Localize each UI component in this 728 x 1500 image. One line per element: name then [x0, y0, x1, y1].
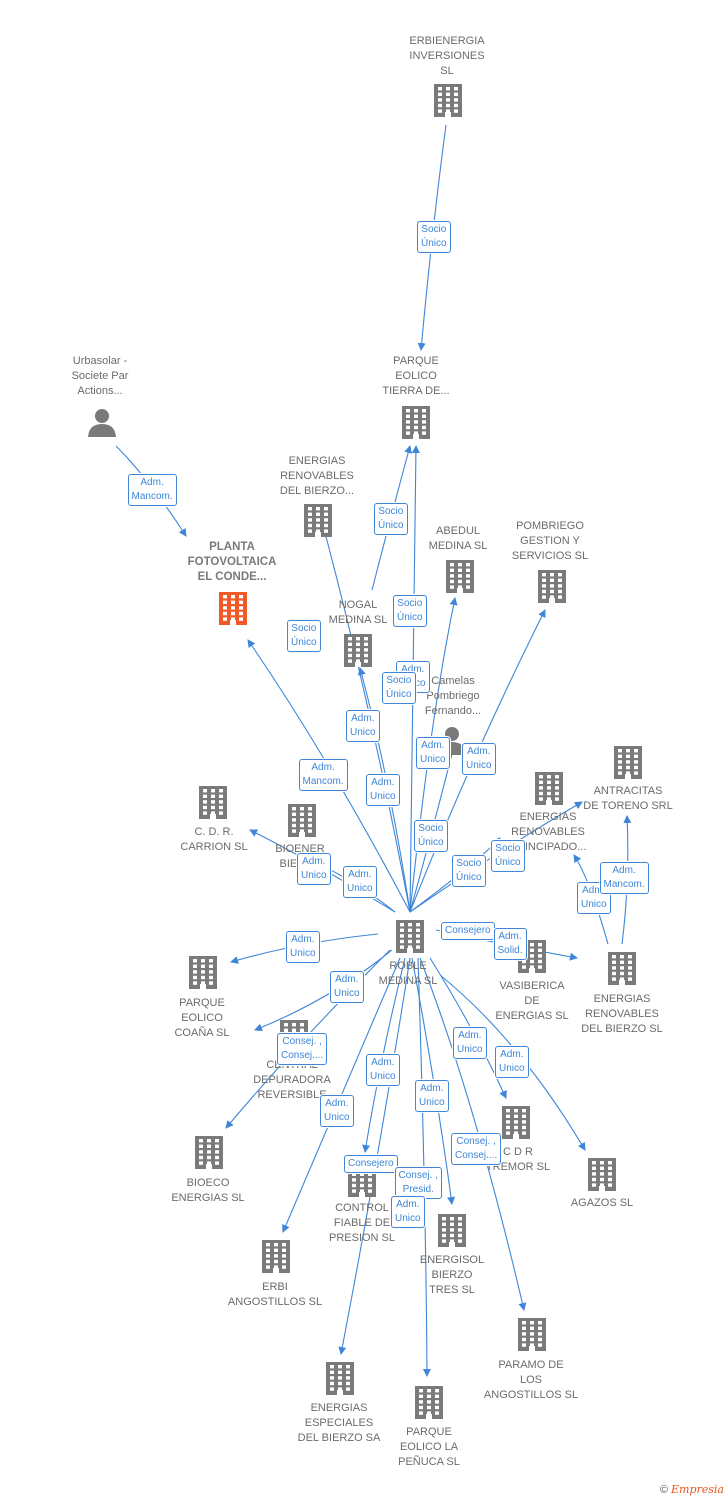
- node-label[interactable]: POMBRIEGO GESTION Y SERVICIOS SL: [511, 520, 589, 562]
- relation-badge[interactable]: Adm. Unico: [346, 710, 380, 742]
- node-label[interactable]: Urbasolar - Societe Par Actions...: [71, 355, 129, 397]
- relation-badge[interactable]: Socio Único: [374, 503, 408, 535]
- relation-badge[interactable]: Consej. , Presid.: [394, 1167, 442, 1199]
- relation-badge[interactable]: Adm. Unico: [462, 743, 496, 775]
- relation-badge[interactable]: Adm. Mancom.: [599, 862, 649, 894]
- relation-badge[interactable]: Socio Único: [382, 672, 416, 704]
- node-label[interactable]: NOGAL MEDINA SL: [328, 599, 388, 626]
- node-label[interactable]: PARAMO DE LOS ANGOSTILLOS SL: [483, 1359, 579, 1401]
- person-icon: [87, 407, 117, 442]
- relation-badge[interactable]: Socio Único: [452, 855, 486, 887]
- node-label[interactable]: ENERGISOL BIERZO TRES SL: [419, 1254, 485, 1296]
- building-icon: [218, 591, 248, 630]
- node-label[interactable]: C. D. R. CARRION SL: [180, 826, 248, 853]
- building-icon: [501, 1105, 531, 1144]
- building-icon: [433, 83, 463, 122]
- relation-badge[interactable]: Socio Único: [414, 820, 448, 852]
- node-label[interactable]: ERBIENERGIA INVERSIONES SL: [409, 35, 485, 77]
- node-label[interactable]: ABEDUL MEDINA SL: [428, 525, 488, 552]
- relation-badge[interactable]: Adm. Unico: [415, 1080, 449, 1112]
- building-icon: [401, 405, 431, 444]
- relation-badge[interactable]: Adm. Unico: [453, 1027, 487, 1059]
- relation-badge[interactable]: Adm. Unico: [320, 1095, 354, 1127]
- building-icon: [587, 1157, 617, 1196]
- relation-badge[interactable]: Socio Único: [393, 595, 427, 627]
- relation-badge[interactable]: Socio Único: [287, 620, 321, 652]
- building-icon: [325, 1361, 355, 1400]
- building-icon: [607, 951, 637, 990]
- relation-badge[interactable]: Socio Único: [417, 221, 451, 253]
- relation-badge[interactable]: Adm. Solid.: [493, 928, 527, 960]
- relation-badge[interactable]: Adm. Unico: [286, 931, 320, 963]
- relation-badge[interactable]: Consejero: [441, 922, 495, 940]
- brand-name: Empresia: [671, 1483, 724, 1496]
- node-label[interactable]: ERBI ANGOSTILLOS SL: [227, 1281, 323, 1308]
- relation-badge[interactable]: Adm. Mancom.: [298, 759, 348, 791]
- building-icon: [194, 1135, 224, 1174]
- relation-badge[interactable]: Consejero: [344, 1155, 398, 1173]
- relation-badge[interactable]: Adm. Unico: [330, 971, 364, 1003]
- relation-badge[interactable]: Consej. , Consej....: [451, 1133, 502, 1165]
- relation-edge: [338, 957, 411, 1355]
- relation-badge[interactable]: Adm. Unico: [366, 1054, 400, 1086]
- building-icon: [445, 559, 475, 598]
- building-icon: [414, 1385, 444, 1424]
- node-label[interactable]: PLANTA FOTOVOLTAICA EL CONDE...: [187, 541, 277, 583]
- building-icon: [537, 569, 567, 608]
- footer-brand[interactable]: © Empresia: [660, 1483, 724, 1496]
- node-label[interactable]: ENERGIAS RENOVABLES DEL BIERZO...: [279, 455, 355, 497]
- node-label[interactable]: Camelas Pombriego Fernando...: [424, 675, 482, 717]
- relation-edge: [419, 957, 527, 1311]
- relation-badge[interactable]: Adm. Unico: [495, 1046, 529, 1078]
- building-icon: [198, 785, 228, 824]
- node-label[interactable]: CONTROL FIABLE DE PRESION SL: [328, 1202, 396, 1244]
- building-icon: [517, 1317, 547, 1356]
- building-icon: [188, 955, 218, 994]
- building-icon: [395, 919, 425, 958]
- relation-badge[interactable]: Adm. Unico: [297, 853, 331, 885]
- node-label[interactable]: BIOECO ENERGIAS SL: [171, 1177, 245, 1204]
- building-icon: [613, 745, 643, 784]
- node-label[interactable]: ROBLE MEDINA SL: [378, 960, 438, 987]
- relation-badge[interactable]: Consej. , Consej....: [277, 1033, 328, 1065]
- node-label[interactable]: PARQUE EOLICO COAÑA SL: [174, 997, 230, 1039]
- relation-edge: [254, 949, 393, 1032]
- relation-badge[interactable]: Adm. Unico: [416, 737, 450, 769]
- building-icon: [534, 771, 564, 810]
- relation-badge[interactable]: Adm. Unico: [366, 774, 400, 806]
- building-icon: [261, 1239, 291, 1278]
- relation-edge: [317, 513, 411, 913]
- building-icon: [287, 803, 317, 842]
- building-icon: [343, 633, 373, 672]
- relation-badge[interactable]: Socio Único: [491, 840, 525, 872]
- relation-badge[interactable]: Adm. Unico: [391, 1196, 425, 1228]
- relation-badge[interactable]: Adm. Mancom.: [127, 474, 177, 506]
- copyright-symbol: ©: [659, 1484, 668, 1496]
- node-label[interactable]: VASIBERICA DE ENERGIAS SL: [495, 980, 569, 1022]
- node-label[interactable]: ENERGIAS ESPECIALES DEL BIERZO SA: [297, 1402, 381, 1444]
- node-label[interactable]: ANTRACITAS DE TORENO SRL: [583, 785, 673, 812]
- node-label[interactable]: ENERGIAS RENOVABLES DEL BIERZO SL: [581, 993, 663, 1035]
- node-label[interactable]: AGAZOS SL: [570, 1197, 634, 1209]
- relation-badge[interactable]: Adm. Unico: [343, 866, 377, 898]
- building-icon: [437, 1213, 467, 1252]
- node-label[interactable]: PARQUE EOLICO TIERRA DE...: [382, 355, 450, 397]
- node-label[interactable]: PARQUE EOLICO LA PEÑUCA SL: [398, 1426, 460, 1468]
- node-label[interactable]: ENERGIAS RENOVABLES PRINCIPADO...: [509, 811, 587, 853]
- building-icon: [303, 503, 333, 542]
